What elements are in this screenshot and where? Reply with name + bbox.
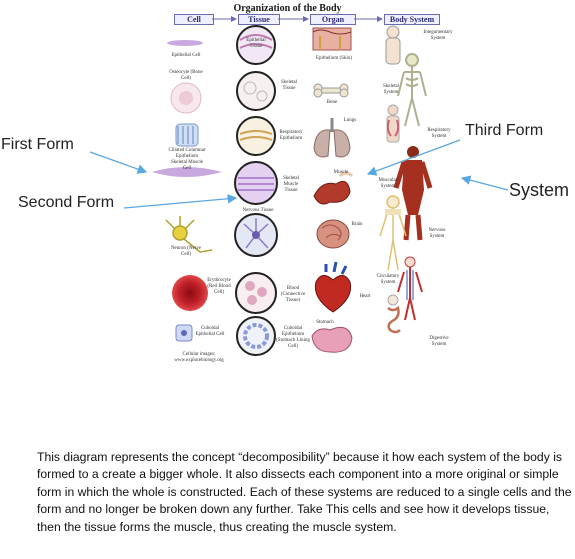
arm-muscle-image: [313, 171, 354, 205]
third-form-arrow: [366, 139, 461, 176]
label-brain: Brain: [351, 222, 363, 227]
muscular-figure: [393, 146, 433, 241]
label-skeletal-system: Skeletal System: [382, 84, 400, 95]
label-epithelial-tissue: Epithelial Tissue: [246, 38, 266, 49]
skin-organ-image: [312, 27, 352, 51]
label-epithelial-cell: Epithelial Cell: [171, 53, 201, 58]
label-skin: Epithelium (Skin): [316, 56, 352, 61]
circulatory-figure: [397, 256, 423, 321]
label-muscle-tissue: Skeletal Muscle Tissue: [282, 176, 300, 193]
first-form-label: First Form: [1, 136, 74, 153]
label-neuron: Neuron (Nerve Cell): [170, 246, 202, 257]
diagram-title: Organization of the Body: [233, 3, 342, 14]
label-muscle: Muscle: [333, 170, 349, 175]
second-form-arrow: [123, 193, 238, 209]
description-text: This diagram represents the concept “dec…: [37, 450, 572, 534]
system-arrow: [460, 175, 509, 191]
label-muscle-cell: Skeletal Muscle Cell: [170, 160, 204, 171]
integumentary-figure: [385, 25, 401, 65]
neuron-image: [165, 216, 213, 253]
label-cuboidal-tissue: Cuboidal Epithelium (Stomach Lining Cell…: [276, 326, 310, 349]
second-form-label: Second Form: [18, 194, 115, 211]
label-respiratory-system: Respiratory System: [427, 128, 451, 139]
label-nervous-system: Nervous System: [428, 228, 446, 239]
cuboidal-tissue-circle: [236, 316, 276, 356]
label-nervous-tissue: Nervous Tissue: [242, 208, 274, 213]
system-label: System: [509, 180, 570, 200]
label-bone: Bone: [326, 100, 338, 105]
label-heart: Heart: [359, 294, 371, 299]
blood-tissue-circle: [235, 272, 277, 314]
red-blood-cell-image: [172, 275, 208, 311]
label-skeletal-tissue: Skeletal Tissue: [280, 80, 298, 91]
label-stomach: Stomach: [316, 320, 334, 325]
epithelial-cell-image: [167, 40, 203, 46]
heart-organ-image: [314, 261, 352, 313]
first-form-arrow: [89, 151, 148, 174]
label-lungs: Lungs: [343, 118, 357, 123]
label-blood-tissue: Blood (Connective Tissue): [280, 286, 306, 303]
nervous-figure: [379, 195, 407, 271]
label-respiratory-tissue: Respiratory Epithelium: [279, 130, 303, 141]
label-osteocyte: Osteocyte (Bone Cell): [169, 70, 203, 81]
label-erythrocyte: Erythrocyte (Red Blood Cell): [207, 278, 231, 295]
respiratory-figure: [386, 104, 400, 143]
bone-organ-image: [313, 83, 349, 98]
header-body-system: Body System: [384, 14, 440, 25]
label-cuboidal-cell: Cuboidal Epithelial Cell: [195, 326, 225, 337]
stomach-organ-image: [311, 326, 353, 353]
label-digestive-system: Digestive System: [429, 336, 449, 347]
skeletal-figure: [397, 53, 427, 127]
label-ciliated-cell: Ciliated Columnar Epithelium: [168, 148, 206, 159]
image-credit: Cellular images: www.explorebiology.org: [174, 352, 224, 363]
lungs-organ-image: [313, 118, 351, 158]
third-form-label: Third Form: [465, 122, 544, 139]
muscle-cell-image: [152, 167, 222, 177]
digestive-figure: [387, 294, 401, 334]
skeletal-tissue-circle: [236, 71, 276, 111]
label-circulatory-system: Circulatory System: [376, 274, 400, 285]
label-muscular-system: Muscular System: [378, 178, 398, 189]
label-integumentary-system: Integumentary System: [423, 30, 453, 41]
